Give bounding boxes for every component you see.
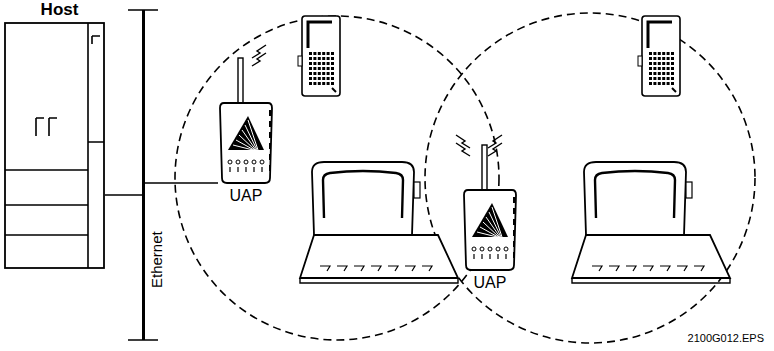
- laptop-computer: [300, 162, 458, 283]
- ethernet-bus: Ethernet: [142, 10, 145, 340]
- access-point: UAP: [218, 58, 274, 205]
- bus-terminator: [128, 10, 158, 340]
- host-outline: [4, 22, 105, 270]
- file-name-label: 2100G012.EPS: [688, 332, 764, 345]
- coverage-cell: [175, 16, 499, 340]
- device-label: UAP: [218, 58, 274, 205]
- access-point-outline: [462, 145, 518, 271]
- network-cable: [105, 194, 142, 196]
- bus-label: Ethernet: [148, 231, 165, 288]
- laptop-computer: [572, 162, 730, 283]
- node-label: Host: [4, 0, 105, 20]
- handheld-terminal: [638, 16, 680, 96]
- host-computer: Host: [4, 0, 105, 270]
- radio-link-symbol: [252, 45, 266, 66]
- device-label: UAP: [462, 145, 518, 292]
- network-cable: [145, 182, 218, 184]
- radio-link-symbol: [456, 135, 470, 156]
- access-point: UAP: [462, 145, 518, 292]
- handheld-terminal: [298, 16, 340, 96]
- access-point-outline: [218, 58, 274, 184]
- coverage-cell: [425, 13, 755, 343]
- radio-link-symbol: [488, 135, 502, 156]
